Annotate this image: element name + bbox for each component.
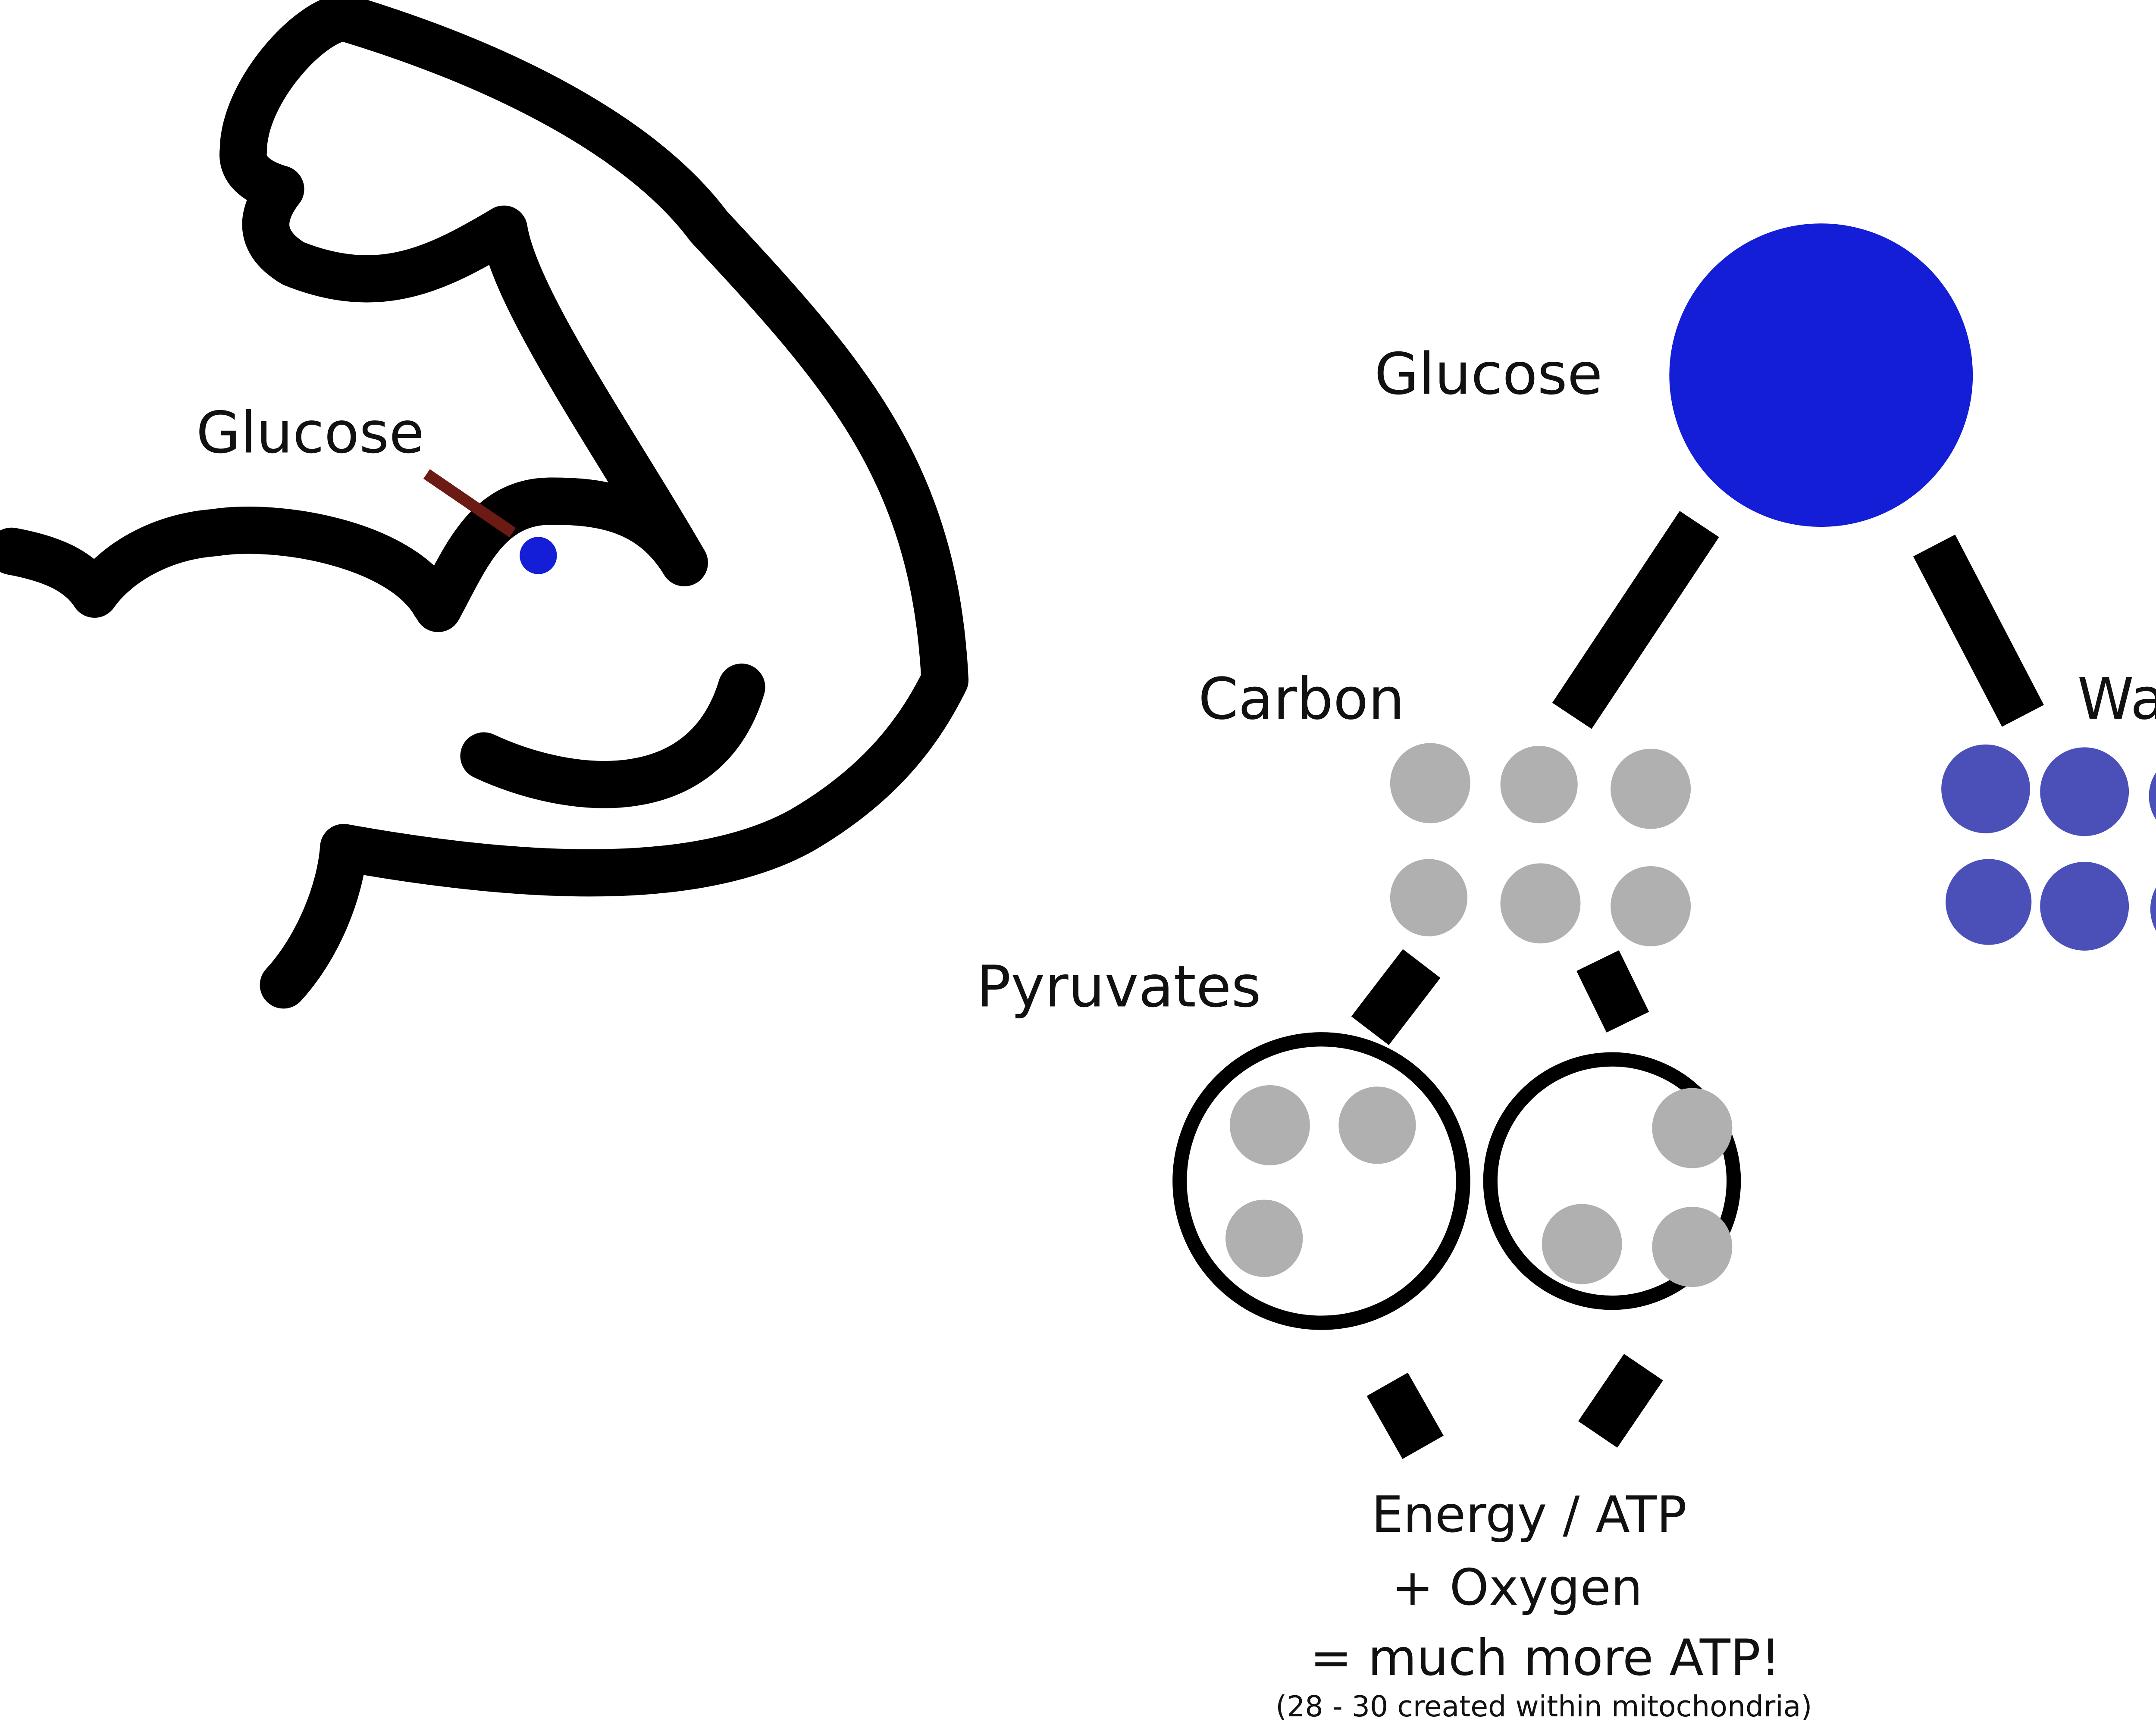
carbon-atom-icon	[1338, 1086, 1416, 1164]
water-label: Water	[2078, 666, 2156, 733]
carbon-atom-icon	[1611, 748, 1691, 829]
carbon-atom-icon	[1500, 863, 1581, 944]
water-molecule-icon	[2040, 747, 2129, 836]
connector-carbon-pyruvate-right	[1576, 950, 1649, 1033]
carbon-atom-icon	[1652, 1207, 1733, 1287]
energy-line-3: = much more ATP!	[1310, 1629, 1781, 1687]
connector-lines	[1351, 511, 2044, 1459]
water-molecule-icon	[2150, 887, 2156, 931]
energy-line-2: + Oxygen	[1391, 1559, 1642, 1617]
connector-pyruvate-right-energy	[1578, 1354, 1663, 1448]
water-molecule-icon	[1941, 744, 2030, 833]
carbon-atom-icon	[1230, 1085, 1310, 1165]
arm-glucose-label: Glucose	[196, 400, 424, 466]
glucose-pointer-line	[423, 469, 516, 538]
pyruvates-label: Pyruvates	[976, 954, 1261, 1020]
carbon-atom-icon	[1225, 1199, 1303, 1277]
water-molecule-icon	[2149, 772, 2156, 820]
carbon-atom-icon	[1652, 1088, 1733, 1168]
energy-note: (28 - 30 created within mitochondria)	[1275, 1690, 1812, 1723]
pyruvate-left-icon	[1172, 1032, 1470, 1330]
connector-glucose-water	[1913, 534, 2044, 727]
pyruvate-membrane	[1172, 1032, 1470, 1330]
water-molecule-group	[1941, 744, 2156, 951]
connector-pyruvate-left-energy	[1366, 1372, 1444, 1459]
carbon-atom-icon	[1542, 1204, 1622, 1284]
carbon-label: Carbon	[1198, 666, 1404, 733]
pyruvate-right-icon	[1483, 1052, 1741, 1310]
glucose-label: Glucose	[1374, 341, 1602, 407]
arm-elbow-crease	[460, 664, 765, 808]
flexed-arm-icon	[0, 0, 969, 1009]
carbon-atom-icon	[1500, 746, 1578, 823]
glucose-molecule-icon	[1669, 223, 1973, 527]
water-molecule-icon	[2040, 862, 2129, 951]
connector-glucose-carbon	[1552, 511, 1719, 729]
arm-forearm-outline	[0, 507, 459, 628]
energy-result-block: Energy / ATP + Oxygen = much more ATP! (…	[1275, 1486, 1812, 1723]
arm-outer-outline	[219, 0, 969, 1009]
carbon-atom-icon	[1390, 743, 1470, 823]
energy-line-1: Energy / ATP	[1372, 1486, 1687, 1544]
carbon-atom-group	[1390, 743, 1691, 946]
connector-carbon-pyruvate-left	[1351, 949, 1441, 1046]
carbon-atom-icon	[1390, 859, 1468, 936]
water-molecule-icon	[1946, 859, 2032, 945]
arm-bicep-outline	[414, 477, 708, 632]
arm-glucose-dot-icon	[520, 537, 557, 574]
carbon-atom-icon	[1611, 866, 1691, 946]
